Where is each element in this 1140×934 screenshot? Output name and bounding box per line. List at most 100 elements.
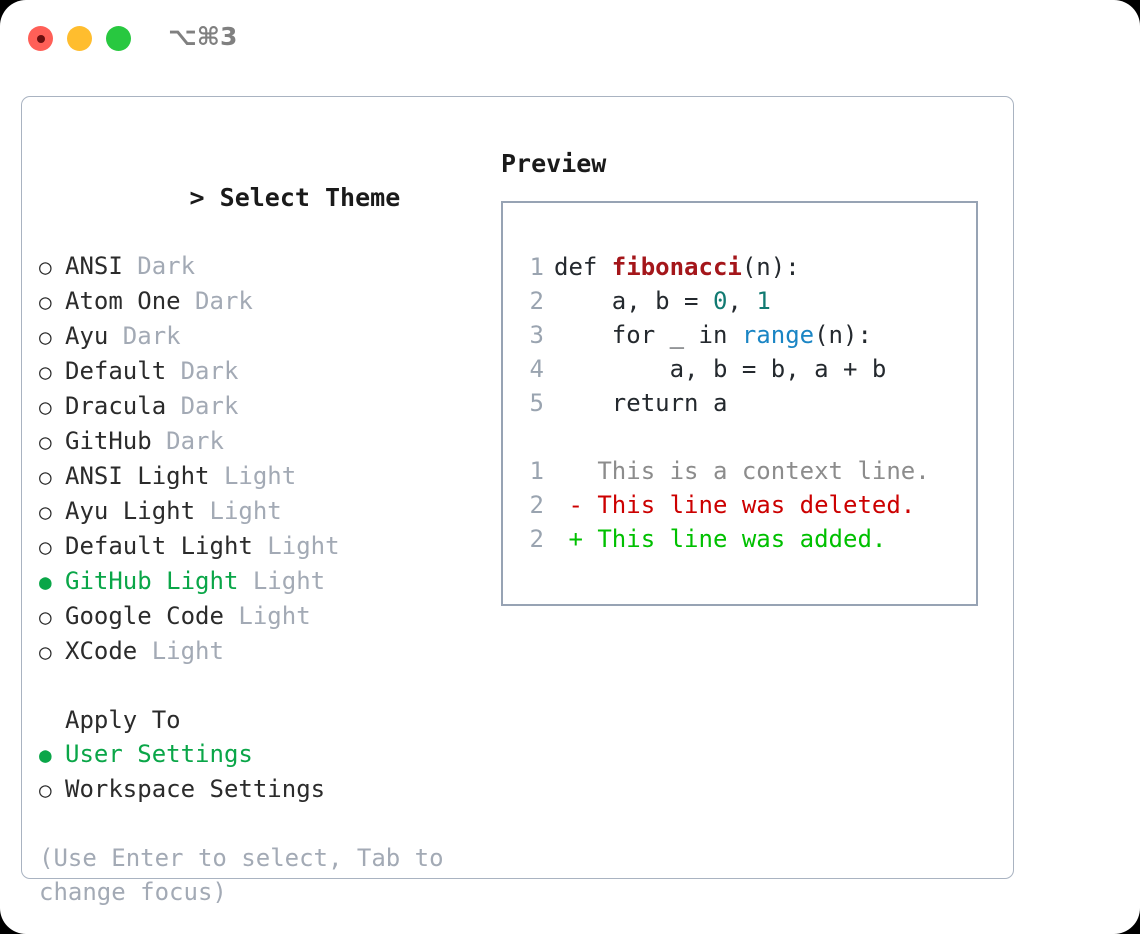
theme-selector-column: > Select Theme ○ANSI Dark○Atom One Dark○… bbox=[39, 147, 499, 909]
code-token: , bbox=[727, 287, 757, 315]
theme-option-label: Dracula bbox=[65, 392, 167, 420]
keyboard-hint-text: (Use Enter to select, Tab to change focu… bbox=[39, 844, 444, 906]
title-bar: ⌥⌘3 bbox=[0, 0, 1140, 76]
theme-option-tag: Light bbox=[195, 497, 282, 525]
apply-to-option-workspace-settings[interactable]: ○ Workspace Settings bbox=[39, 772, 499, 807]
radio-unselected-icon: ○ bbox=[39, 360, 52, 384]
diff-marker bbox=[554, 457, 583, 485]
theme-option-default[interactable]: ○Default Dark bbox=[39, 354, 499, 389]
prompt-caret: > bbox=[189, 183, 205, 212]
code-token: return a bbox=[554, 389, 728, 417]
theme-option-github-light[interactable]: ●GitHub Light Light bbox=[39, 564, 499, 599]
radio-unselected-icon: ○ bbox=[39, 605, 52, 629]
apply-to-option-label: Workspace Settings bbox=[65, 775, 326, 803]
code-token: (n): bbox=[814, 321, 872, 349]
radio-unselected-icon: ○ bbox=[39, 395, 52, 419]
theme-option-tag: Dark bbox=[122, 252, 196, 280]
window-controls bbox=[28, 26, 131, 51]
theme-option-tag: Light bbox=[223, 602, 311, 630]
code-token: range bbox=[741, 321, 815, 349]
theme-option-xcode[interactable]: ○ XCode Light bbox=[39, 634, 499, 669]
theme-option-tag: Light bbox=[238, 567, 326, 595]
theme-option-github[interactable]: ○GitHub Dark bbox=[39, 424, 499, 459]
radio-unselected-icon: ○ bbox=[39, 778, 52, 802]
code-line: 4 a, b = b, a + b bbox=[520, 352, 976, 386]
spacer bbox=[39, 669, 499, 703]
radio-selected-icon: ● bbox=[39, 743, 52, 767]
line-number: 3 bbox=[529, 321, 544, 349]
radio-unselected-icon: ○ bbox=[39, 255, 52, 279]
theme-list: ○ANSI Dark○Atom One Dark○Ayu Dark○Defaul… bbox=[39, 249, 499, 669]
theme-option-label: GitHub bbox=[65, 427, 152, 455]
select-theme-title: Select Theme bbox=[219, 183, 401, 212]
code-token: for _ in bbox=[554, 321, 742, 349]
code-token: def bbox=[554, 253, 612, 281]
theme-option-tag: Dark bbox=[166, 357, 239, 385]
line-number: 4 bbox=[529, 355, 544, 383]
theme-option-tag: Light bbox=[252, 532, 340, 560]
theme-option-label: ANSI Light bbox=[65, 462, 210, 490]
code-token: 1 bbox=[756, 287, 771, 315]
radio-unselected-icon: ○ bbox=[39, 430, 52, 454]
apply-to-option-user-settings[interactable]: ● User Settings bbox=[39, 737, 499, 772]
radio-unselected-icon: ○ bbox=[39, 640, 52, 664]
radio-unselected-icon: ○ bbox=[39, 465, 52, 489]
theme-option-label: Ayu bbox=[65, 322, 109, 350]
diff-line: 2 - This line was deleted. bbox=[520, 488, 976, 522]
diff-marker: - bbox=[554, 491, 583, 519]
radio-unselected-icon: ○ bbox=[39, 325, 52, 349]
theme-option-ansi[interactable]: ○ ANSI Dark bbox=[39, 249, 499, 284]
line-number: 1 bbox=[529, 253, 544, 281]
theme-option-ayu-light[interactable]: ○Ayu Light Light bbox=[39, 494, 499, 529]
diff-line: 1 This is a context line. bbox=[520, 454, 976, 488]
apply-to-option-label: User Settings bbox=[65, 740, 253, 768]
line-number: 2 bbox=[529, 287, 544, 315]
theme-option-label: ANSI bbox=[65, 252, 123, 280]
radio-unselected-icon: ○ bbox=[39, 290, 52, 314]
code-token: (n): bbox=[741, 253, 800, 281]
theme-option-label: Atom One bbox=[65, 287, 181, 315]
theme-option-google-code[interactable]: ○ Google Code Light bbox=[39, 599, 499, 634]
code-token: a, b = b, a + b bbox=[554, 355, 887, 383]
diff-text: This line was added. bbox=[582, 525, 887, 553]
code-line: 3 for _ in range(n): bbox=[520, 318, 976, 352]
line-number: 2 bbox=[529, 525, 544, 553]
line-number: 5 bbox=[529, 389, 544, 417]
close-button[interactable] bbox=[28, 26, 53, 51]
maximize-button[interactable] bbox=[106, 26, 131, 51]
code-diff-spacer bbox=[520, 420, 976, 454]
preview-title: Preview bbox=[501, 149, 607, 178]
theme-option-tag: Dark bbox=[108, 322, 181, 350]
code-token: 0 bbox=[712, 287, 728, 315]
select-theme-header: > Select Theme bbox=[39, 147, 499, 249]
line-number: 2 bbox=[529, 491, 544, 519]
main-panel: > Select Theme ○ANSI Dark○Atom One Dark○… bbox=[21, 96, 1014, 906]
apply-to-list: ● User Settings ○ Workspace Settings bbox=[39, 737, 499, 807]
theme-option-ansi-light[interactable]: ○ ANSI Light Light bbox=[39, 459, 499, 494]
keyboard-shortcut-label: ⌥⌘3 bbox=[168, 22, 238, 51]
theme-option-default-light[interactable]: ○Default Light Light bbox=[39, 529, 499, 564]
minimize-button[interactable] bbox=[67, 26, 92, 51]
code-line: 5 return a bbox=[520, 386, 976, 420]
code-token: fibonacci bbox=[611, 253, 742, 281]
diff-sample: 1 This is a context line.2 - This line w… bbox=[520, 454, 976, 556]
theme-option-label: Google Code bbox=[65, 602, 224, 630]
theme-option-label: GitHub Light bbox=[65, 567, 239, 595]
theme-option-dracula[interactable]: ○ Dracula Dark bbox=[39, 389, 499, 424]
diff-text: This is a context line. bbox=[582, 457, 930, 485]
theme-option-atom-one[interactable]: ○Atom One Dark bbox=[39, 284, 499, 319]
theme-option-label: XCode bbox=[65, 637, 138, 665]
radio-unselected-icon: ○ bbox=[39, 535, 52, 559]
code-token: a, b = bbox=[554, 287, 713, 315]
theme-option-ayu[interactable]: ○ Ayu Dark bbox=[39, 319, 499, 354]
theme-option-label: Ayu Light bbox=[65, 497, 196, 525]
theme-option-tag: Dark bbox=[166, 392, 239, 420]
theme-option-tag: Light bbox=[137, 637, 224, 665]
diff-marker: + bbox=[554, 525, 583, 553]
diff-line: 2 + This line was added. bbox=[520, 522, 976, 556]
theme-option-tag: Light bbox=[209, 462, 297, 490]
